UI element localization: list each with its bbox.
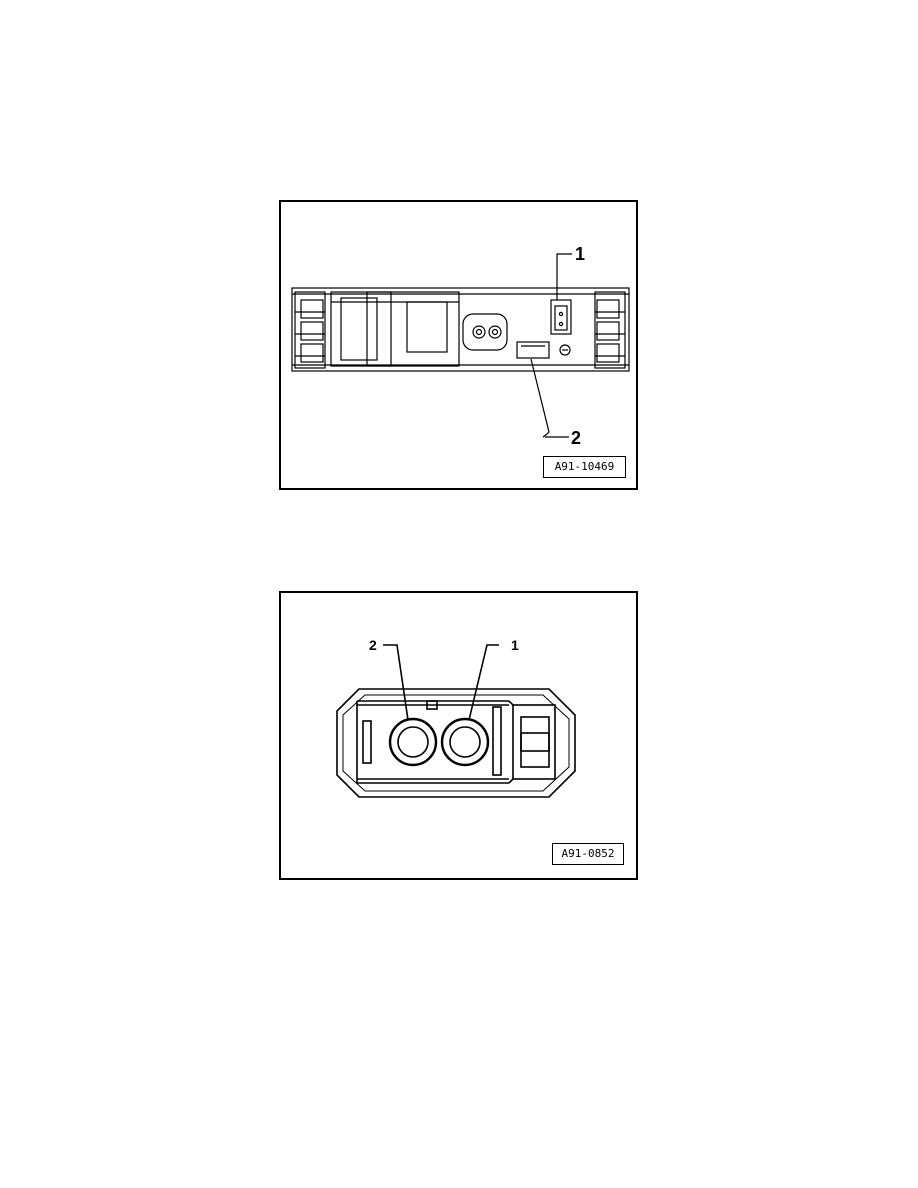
figure-id-label: A91-10469	[543, 456, 626, 478]
callout-2: 2	[571, 428, 581, 448]
figure-connector-detail: 2 1 A91-0852	[279, 591, 638, 880]
connector-illustration: 2 1	[336, 637, 576, 798]
callout-1: 1	[575, 244, 585, 264]
figure-radio-rear-view: 1 2 A91-10469	[279, 200, 638, 490]
radio-rear-illustration: 1 2	[291, 244, 630, 448]
callout-1: 1	[511, 637, 519, 653]
callout-2: 2	[369, 637, 377, 653]
figure-id-label: A91-0852	[552, 843, 624, 865]
